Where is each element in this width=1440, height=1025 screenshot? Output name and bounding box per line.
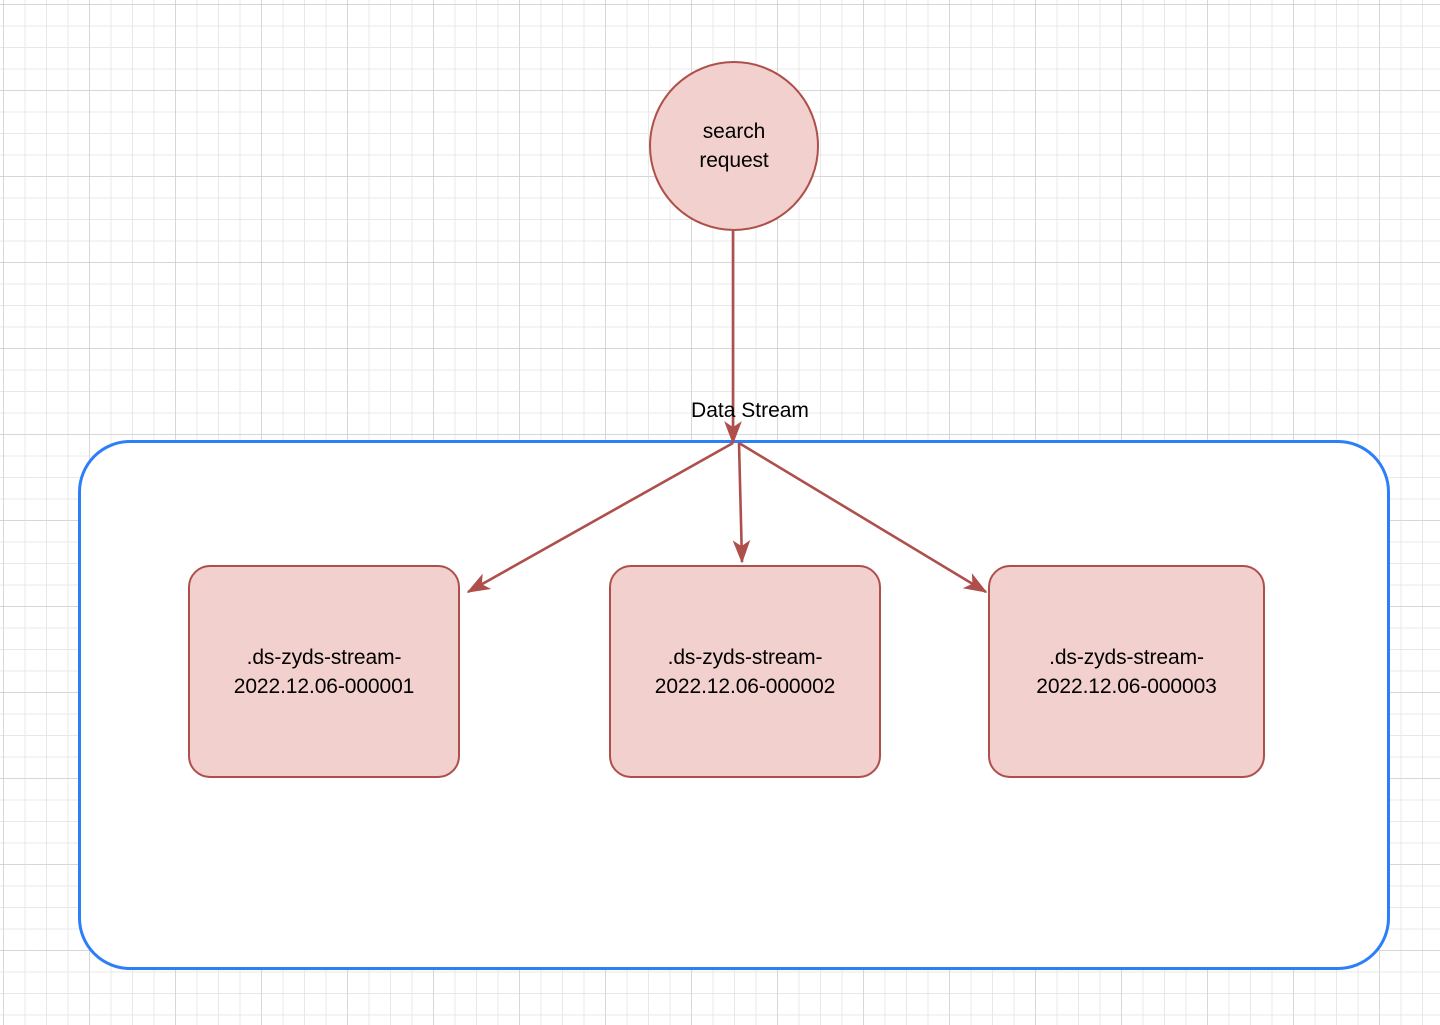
data-stream-label: Data Stream xyxy=(691,399,809,422)
backing-index-3-node[interactable]: .ds-zyds-stream- 2022.12.06-000003 xyxy=(988,565,1265,778)
backing-index-1-label: .ds-zyds-stream- 2022.12.06-000001 xyxy=(233,645,415,698)
edge-stream-to-index-3[interactable] xyxy=(738,441,988,594)
edge-stream-to-index-1[interactable] xyxy=(466,441,734,594)
backing-index-1-node[interactable]: .ds-zyds-stream- 2022.12.06-000001 xyxy=(188,565,460,778)
search-request-label: search request xyxy=(699,120,769,172)
backing-index-2-label: .ds-zyds-stream- 2022.12.06-000002 xyxy=(654,645,836,698)
edge-stream-to-index-2[interactable] xyxy=(732,442,751,564)
backing-index-2-node[interactable]: .ds-zyds-stream- 2022.12.06-000002 xyxy=(609,565,881,778)
search-request-node[interactable]: search request xyxy=(649,61,819,231)
backing-index-3-label: .ds-zyds-stream- 2022.12.06-000003 xyxy=(1036,645,1217,698)
